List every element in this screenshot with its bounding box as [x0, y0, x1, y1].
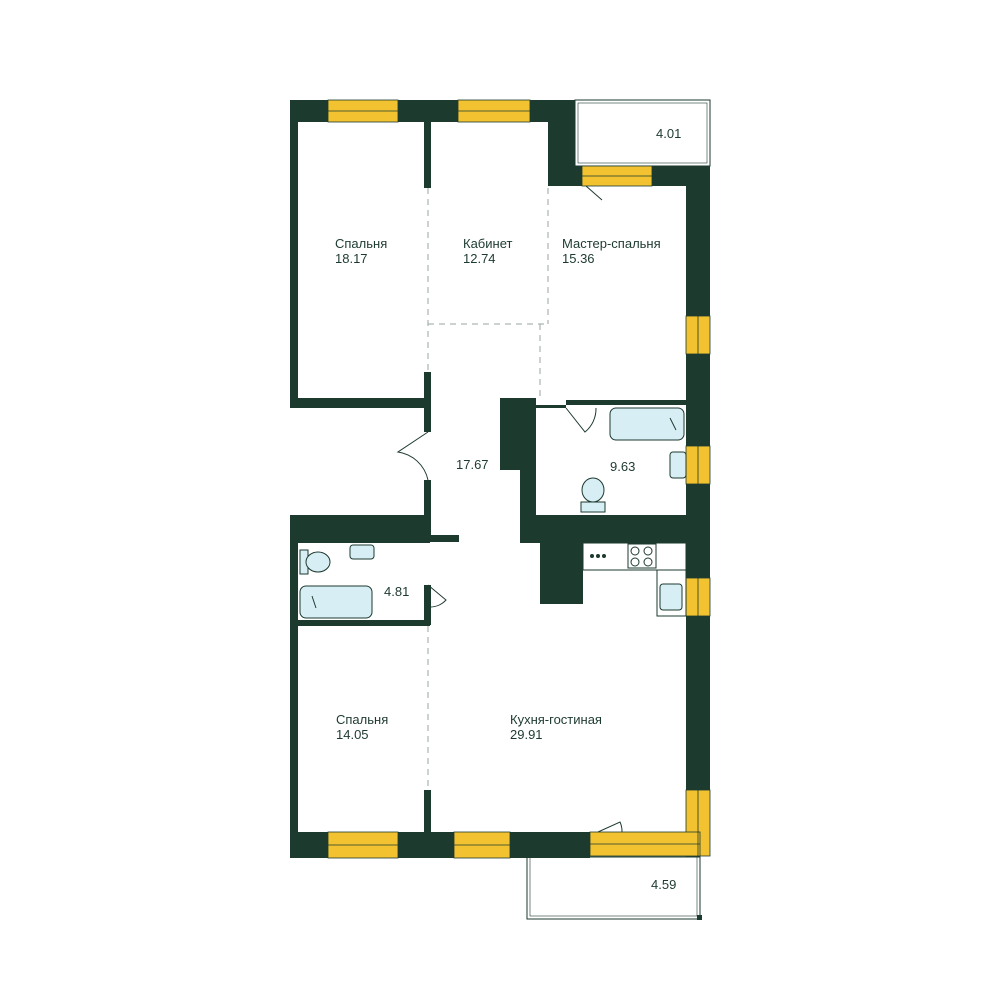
study-name: Кабинет — [463, 236, 512, 251]
windows — [327, 99, 711, 859]
balcony-top — [574, 99, 711, 167]
bathtub-small — [299, 585, 373, 619]
toilet-small — [299, 549, 331, 575]
sink-master — [669, 451, 687, 479]
master-bedroom-area: 15.36 — [562, 251, 595, 266]
balcony-bottom — [526, 856, 702, 920]
doors — [396, 185, 623, 833]
bedroom-1-area: 18.17 — [335, 251, 368, 266]
balcony-bottom-area: 4.59 — [651, 877, 676, 892]
bathroom-master-area: 9.63 — [610, 459, 635, 474]
bathtub-master — [609, 407, 685, 441]
kitchen-living-area: 29.91 — [510, 727, 543, 742]
hallway-area: 17.67 — [456, 457, 489, 472]
stove — [627, 543, 657, 569]
walls — [290, 100, 710, 858]
sink-small — [349, 544, 375, 560]
toilet-master — [580, 477, 606, 513]
bedroom-2-name: Спальня — [336, 712, 388, 727]
kitchen-living-name: Кухня-гостиная — [510, 712, 602, 727]
study-area: 12.74 — [463, 251, 496, 266]
master-bedroom-name: Мастер-спальня — [562, 236, 661, 251]
balcony-top-area: 4.01 — [656, 126, 681, 141]
bedroom-2-area: 14.05 — [336, 727, 369, 742]
window-mullions — [328, 110, 700, 856]
kitchen-sink — [659, 583, 683, 611]
zone-boundaries — [427, 188, 549, 790]
bathroom-small-area: 4.81 — [384, 584, 409, 599]
bedroom-1-name: Спальня — [335, 236, 387, 251]
